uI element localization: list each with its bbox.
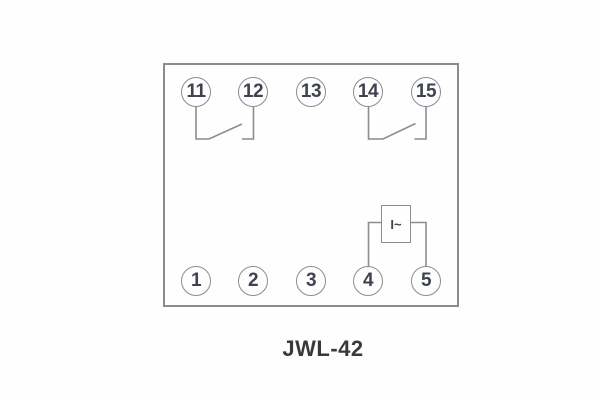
terminal-1: 1 [181, 266, 211, 296]
no-contact-symbol-14-15 [367, 106, 427, 140]
terminal-12: 12 [238, 77, 268, 107]
current-element-box: I~ [381, 205, 411, 243]
terminal-3: 3 [296, 266, 326, 296]
terminal-5: 5 [411, 266, 441, 296]
terminal-4: 4 [353, 266, 383, 296]
model-label: JWL-42 [282, 336, 364, 361]
current-element-label: I~ [390, 216, 402, 232]
current-element-wires [367, 221, 427, 268]
terminal-14: 14 [353, 77, 383, 107]
relay-outline-box [163, 63, 459, 307]
terminal-13: 13 [296, 77, 326, 107]
no-contact-symbol-11-12 [195, 106, 255, 140]
terminal-11: 11 [181, 77, 211, 107]
terminal-15: 15 [411, 77, 441, 107]
terminal-2: 2 [238, 266, 268, 296]
